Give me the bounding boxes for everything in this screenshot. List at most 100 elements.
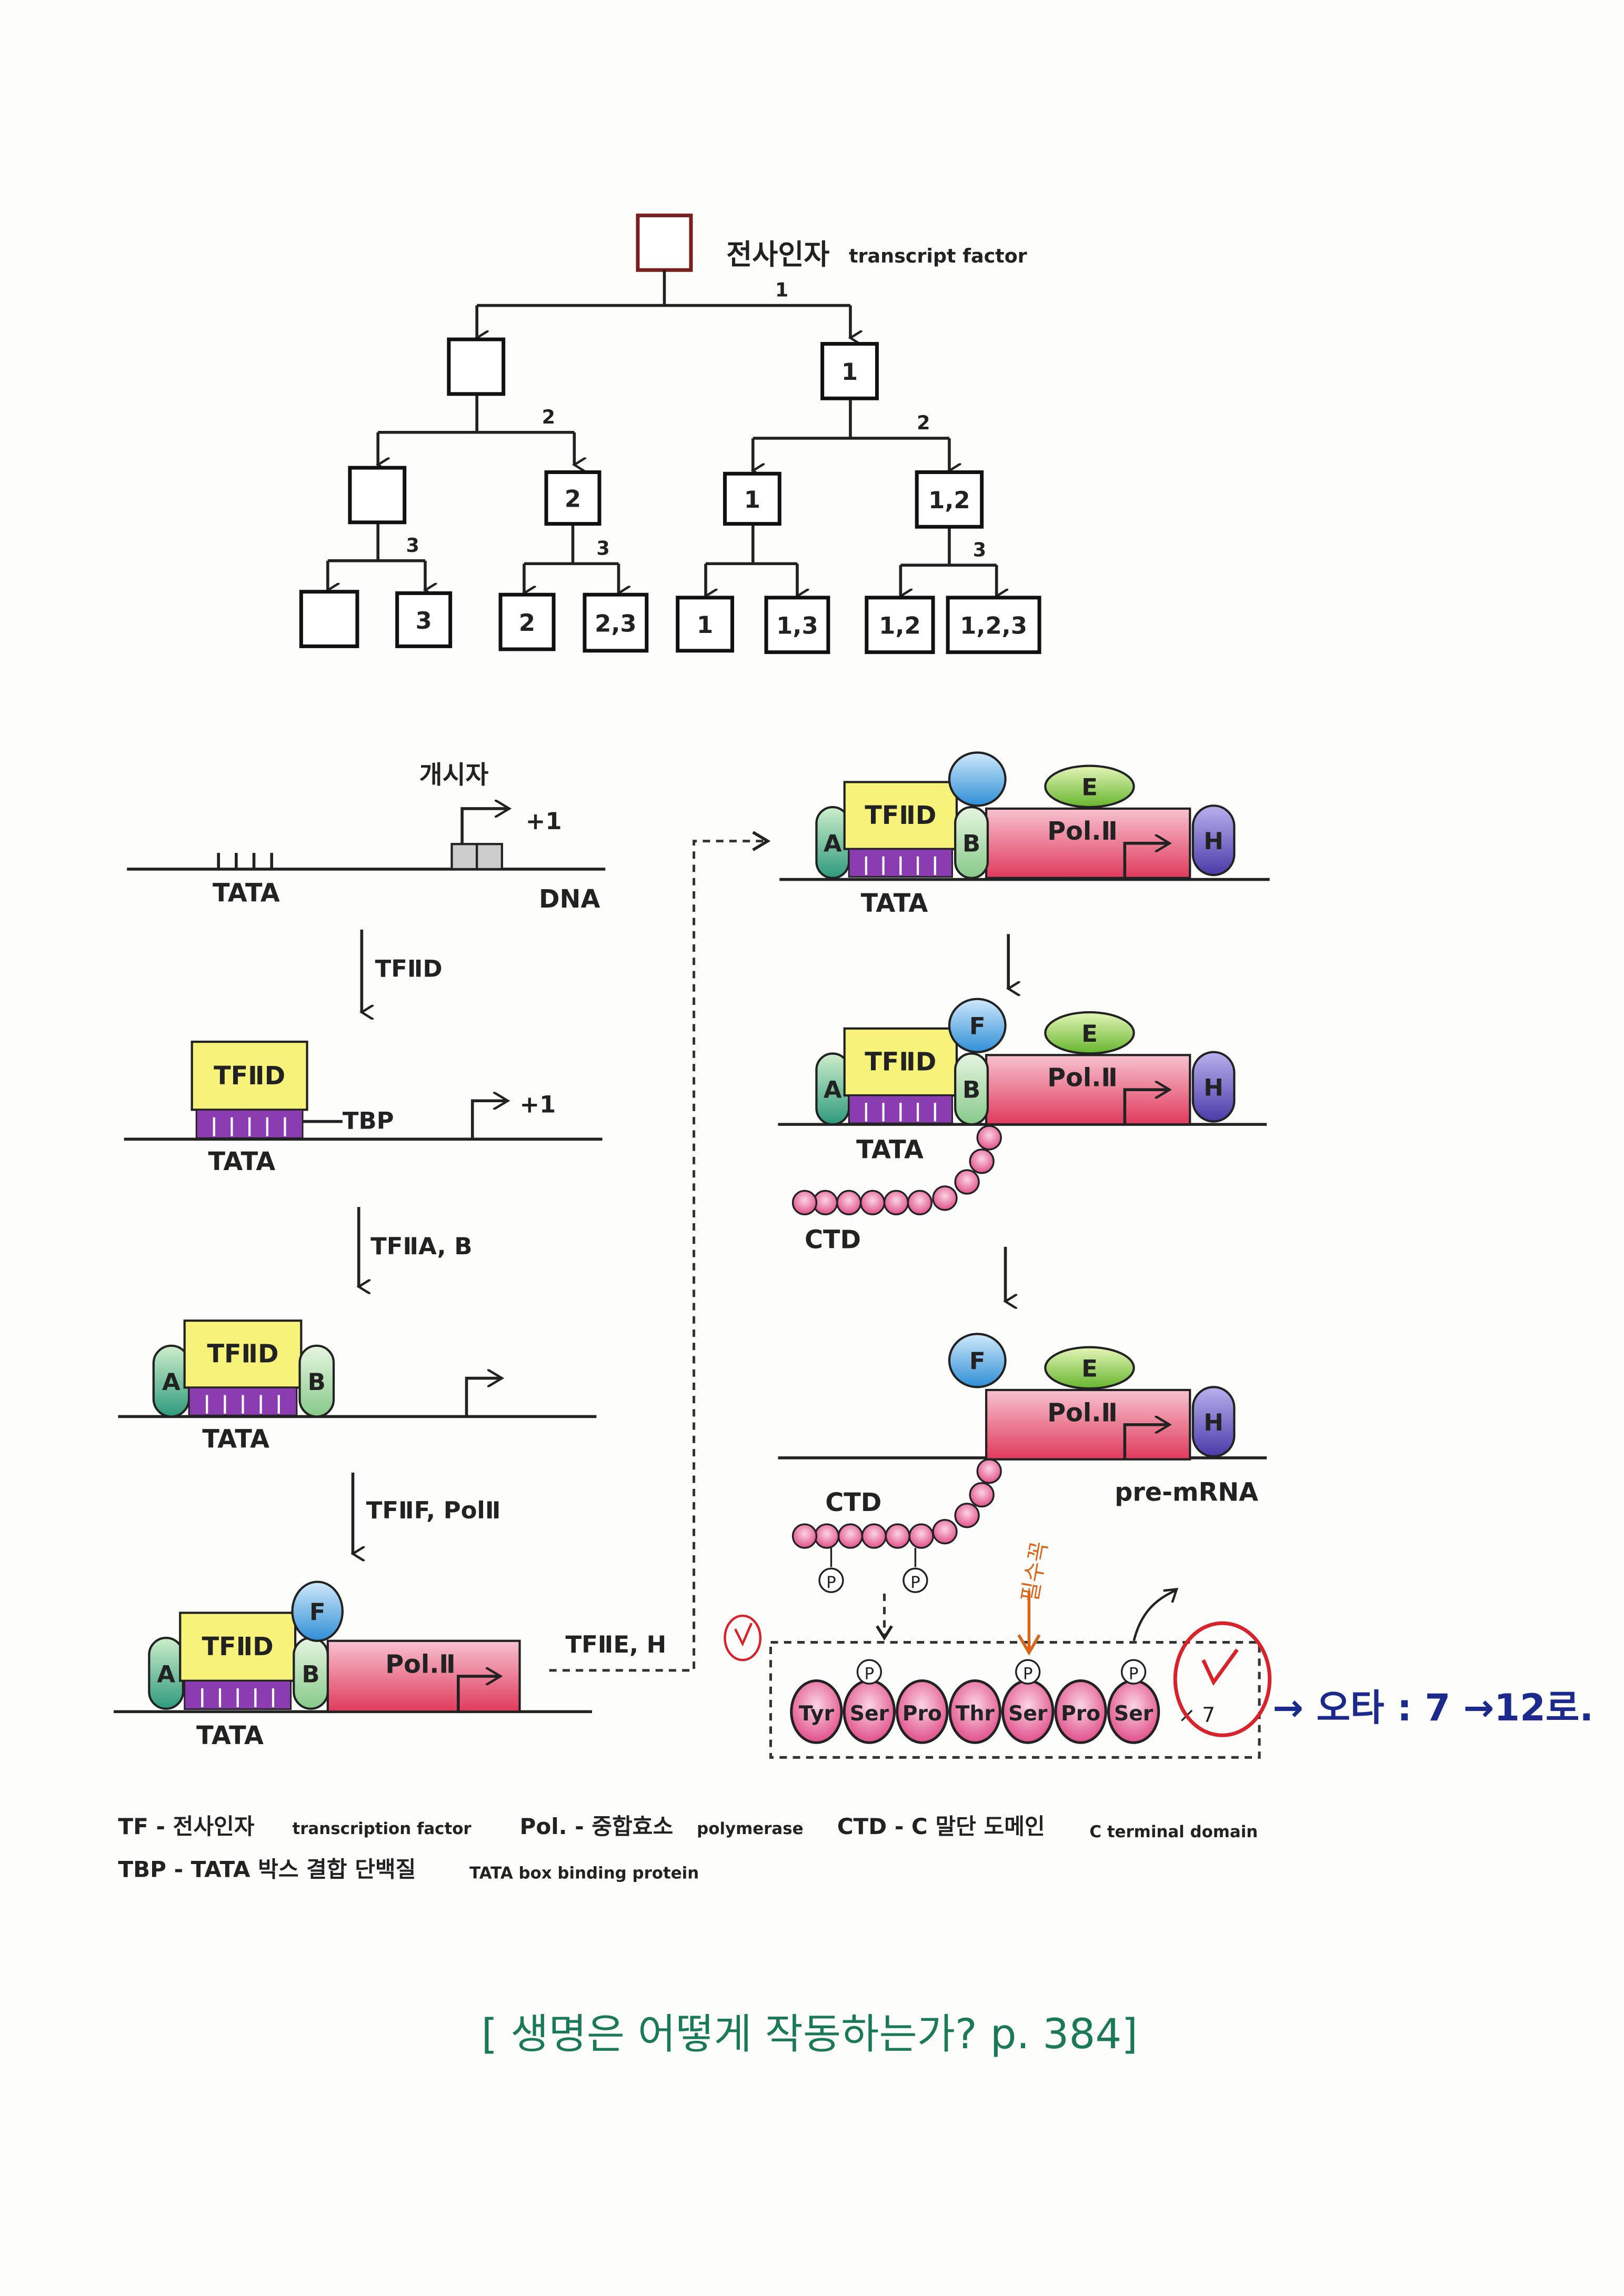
tfiid-label: TFⅡD [865, 1048, 936, 1076]
tree-node-box [299, 590, 359, 648]
tree-root-box [636, 213, 693, 272]
tbp-ticks [865, 1103, 936, 1122]
tata-label: TATA [213, 879, 280, 908]
tss-arrow-icon [457, 1676, 500, 1712]
residue-label: Thr [956, 1702, 995, 1726]
tree-node-box [723, 471, 781, 526]
tree-node-label: 1,3 [776, 612, 818, 640]
tss-arrow-icon [465, 1378, 502, 1417]
check-icon [1201, 1648, 1239, 1686]
tree-level-label: 3 [406, 534, 419, 557]
residue-label: Ser [1114, 1702, 1154, 1726]
legend-tf: TF - 전사인자 [118, 1814, 254, 1839]
phosphate-label: P [910, 1573, 920, 1592]
tree-branch [477, 270, 850, 307]
tbp-ticks [206, 1395, 280, 1414]
arrow-head-icon [752, 831, 771, 851]
residue-label: Pro [1061, 1702, 1100, 1726]
pol2-label: Pol.Ⅱ [1047, 817, 1118, 846]
legend-tbp: TBP - TATA 박스 결합 단백질 [118, 1856, 416, 1882]
ctd-bead [954, 1169, 980, 1195]
tbp-label: TBP [343, 1107, 394, 1135]
tree-node-label: 1 [697, 611, 713, 639]
tree-node-box [764, 596, 830, 654]
phosphate-label: P [1023, 1665, 1033, 1684]
tfiie-h-label: TFⅡE, H [565, 1630, 666, 1658]
step-arrow-label: TFⅡD [375, 955, 443, 983]
tfiid-label: TFⅡD [202, 1633, 274, 1661]
ctd-bead [791, 1190, 818, 1215]
tree-node-label: 3 [416, 607, 432, 635]
orange-note: 필수꼭 [1017, 1539, 1052, 1604]
ctd-label: CTD [825, 1488, 881, 1517]
tata-label: TATA [856, 1136, 924, 1165]
tree-level-label: 3 [596, 537, 609, 560]
ctd-bead [814, 1523, 840, 1549]
tbp-ticks [201, 1688, 275, 1707]
tfiif [291, 1580, 344, 1642]
residue-label: Tyr [799, 1702, 835, 1726]
ctd-bead [837, 1523, 864, 1549]
ctd-repeat-residue [1054, 1679, 1107, 1744]
pol2-label: Pol.Ⅱ [1047, 1398, 1118, 1427]
tree-node-box [946, 596, 1041, 654]
residue-label: Ser [1008, 1702, 1048, 1726]
ctd-repeat-box [769, 1641, 1261, 1759]
blue-note: → 오타 : 7 →12로. [1272, 1686, 1593, 1729]
tree-level-label: 1 [775, 279, 788, 301]
tfiib [954, 1052, 989, 1126]
tree-branch [327, 522, 425, 562]
orange-arrow-icon [1017, 1590, 1041, 1656]
tfiid-label: TFⅡD [865, 801, 936, 830]
dna-label: DNA [539, 885, 600, 914]
tree-node-box [583, 592, 649, 653]
pol2-label: Pol.Ⅱ [1047, 1064, 1118, 1093]
tfiia-label: A [824, 829, 842, 857]
tree-node-box [348, 466, 407, 525]
tfiif-label: F [309, 1598, 326, 1626]
tree-branch [706, 523, 797, 566]
tree-branch [524, 523, 619, 566]
ctd-repeat-residue [790, 1679, 843, 1744]
citation: [ 생명은 어떻게 작동하는가? p. 384] [482, 2010, 1138, 2058]
phosphate-icon [856, 1659, 882, 1685]
tfiia-label: A [162, 1368, 181, 1396]
phosphate-icon [1120, 1659, 1147, 1685]
ctd-bead [836, 1190, 862, 1215]
left-steps: TATA 개시자 +1 DNA TFⅡD TFⅡD TBP TATA +1 TF… [114, 761, 771, 1750]
tfiie [1044, 764, 1135, 809]
tfiif-label: F [969, 1012, 986, 1040]
tfiih [1191, 1386, 1236, 1458]
phosphate-icon [818, 1567, 844, 1593]
ctd-bead [976, 1458, 1002, 1484]
tree-root-label-en: transcript factor [849, 245, 1027, 267]
tree-node-label: 2 [519, 609, 535, 637]
tfiid-box [183, 1320, 303, 1389]
ctd-bead [969, 1482, 995, 1508]
tfiif [948, 998, 1007, 1053]
tfiih [1191, 1051, 1236, 1123]
tfiie-label: E [1081, 1020, 1098, 1048]
tata-label: TATA [208, 1147, 276, 1176]
tfiid-box [843, 781, 958, 850]
tss-arrow-icon [1123, 1425, 1169, 1459]
red-circle [1173, 1621, 1272, 1737]
tfiid-label: TFⅡD [207, 1340, 278, 1369]
tree-node-label: 1 [841, 358, 858, 386]
tree-node-label: 2,3 [595, 609, 637, 637]
ctd-repeat-residue [896, 1679, 949, 1744]
tfiih [1191, 804, 1236, 877]
tree-level-label: 3 [973, 538, 986, 561]
ctd-label: CTD [805, 1226, 861, 1255]
plus1-label: +1 [526, 807, 562, 835]
check-icon [734, 1623, 753, 1647]
tfiid-box [191, 1040, 308, 1111]
ctd-repeat-residue [948, 1679, 1001, 1744]
residue-label: Pro [903, 1702, 942, 1726]
tfiib-label: B [302, 1660, 319, 1688]
phosphate-label: P [1129, 1665, 1139, 1684]
ctd-bead [954, 1503, 980, 1528]
tree-node-box [865, 596, 935, 654]
